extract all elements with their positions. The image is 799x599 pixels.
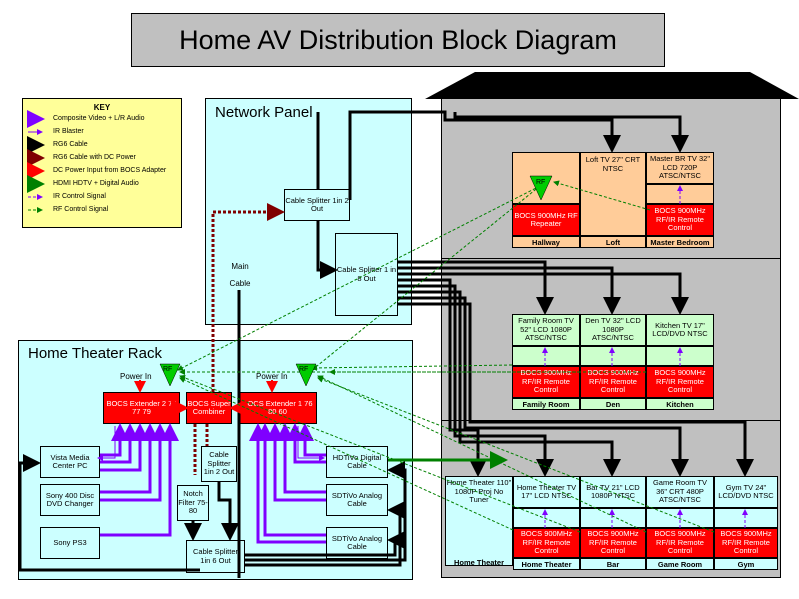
gym-bocs: BOCS 900MHz RF/IR Remote Control [714, 528, 778, 558]
power-in-label-2: Power In [256, 372, 288, 381]
game-room-spacer [646, 508, 714, 528]
network-panel-label: Network Panel [215, 104, 313, 121]
key-title: KEY [93, 103, 111, 112]
room-label-den: Den [580, 398, 646, 410]
home-theater-tv: Home Theater TV 17" LCD NTSC [513, 476, 580, 508]
sdtivo-2: SDTiVo Analog Cable [326, 527, 388, 559]
family-room-tv: Family Room TV 52" LCD 1080P ATSC/NTSC [512, 314, 580, 346]
rf-label-1: RF [163, 366, 173, 373]
vista-media-center: Vista Media Center PC [40, 446, 100, 478]
sdtivo-1: SDTiVo Analog Cable [326, 484, 388, 516]
home-theater-projector: Home Theater 110" 1080P Proj No Tuner [445, 476, 513, 566]
room-label-home-theater: Home Theater [513, 558, 580, 570]
loft-tv: Loft TV 27" CRT NTSC [580, 152, 646, 236]
kitchen-bocs: BOCS 900MHz RF/IR Remote Control [646, 366, 714, 398]
legend-key: KEY Composite Video + L/R Audio IR Blast… [22, 98, 182, 228]
kitchen-spacer [646, 346, 714, 366]
notch-filter: Notch Filter 75-80 [177, 485, 209, 521]
key-item-composite: Composite Video + L/R Audio [53, 115, 145, 122]
master-br-tv: Master BR TV 32" LCD 720P ATSC/NTSC [646, 152, 714, 184]
room-label-family-room: Family Room [512, 398, 580, 410]
gym-spacer [714, 508, 778, 528]
power-in-label-1: Power In [120, 372, 152, 381]
sony-ps3: Sony PS3 [40, 527, 100, 559]
key-item-rf-control: RF Control Signal [53, 206, 109, 213]
room-label-home-theater-proj: Home Theater [453, 557, 504, 567]
key-item-rg6: RG6 Cable [53, 141, 88, 148]
master-br-bocs: BOCS 900MHz RF/IR Remote Control [646, 204, 714, 236]
floor-divider-1 [441, 258, 781, 259]
den-spacer [580, 346, 646, 366]
net-splitter-8: Cable Splitter 1 in 8 Out [335, 233, 398, 316]
room-label-master-bedroom: Master Bedroom [646, 236, 714, 248]
key-item-ir-control: IR Control Signal [53, 193, 106, 200]
rack-splitter-6: Cable Splitter 1in 6 Out [186, 540, 245, 573]
diagram-title: Home AV Distribution Block Diagram [131, 13, 665, 67]
floor-divider-2 [441, 420, 781, 421]
room-label-gym: Gym [714, 558, 778, 570]
den-bocs: BOCS 900MHz RF/IR Remote Control [580, 366, 646, 398]
bocs-extender-2: BOCS Extender 2 75 77 79 [103, 392, 180, 424]
bocs-extender-1: BOCS Extender 1 76 80 60 [238, 392, 317, 424]
net-splitter-2: Cable Splitter 1in 2 Out [284, 189, 350, 221]
home-theater-bocs: BOCS 900MHz RF/IR Remote Control [513, 528, 580, 558]
bar-tv: Bar TV 21" LCD 1080P NTSC [580, 476, 646, 508]
home-theater-spacer [513, 508, 580, 528]
hallway-top [512, 152, 580, 204]
room-label-bar: Bar [580, 558, 646, 570]
rf-label-2: RF [299, 366, 309, 373]
rack-label: Home Theater Rack [28, 345, 162, 362]
key-item-ir-blaster: IR Blaster [53, 128, 84, 135]
rack-splitter-2: Cable Splitter 1in 2 Out [201, 446, 237, 482]
rf-label-hallway: RF [536, 179, 546, 186]
room-label-hallway: Hallway [512, 236, 580, 248]
den-tv: Den TV 32" LCD 1080P ATSC/NTSC [580, 314, 646, 346]
key-item-rg6-dc: RG6 Cable with DC Power [53, 154, 136, 161]
master-br-spacer [646, 184, 714, 204]
room-label-game-room: Game Room [646, 558, 714, 570]
bar-bocs: BOCS 900MHz RF/IR Remote Control [580, 528, 646, 558]
main-cable-label: Main Cable [229, 262, 251, 288]
family-room-spacer [512, 346, 580, 366]
hallway-bocs: BOCS 900MHz RF Repeater [512, 204, 580, 236]
room-label-loft: Loft [580, 236, 646, 248]
room-label-kitchen: Kitchen [646, 398, 714, 410]
sony-dvd-changer: Sony 400 Disc DVD Changer [40, 484, 100, 516]
key-item-dc-power: DC Power Input from BOCS Adapter [53, 167, 167, 174]
gym-tv: Gym TV 24" LCD/DVD NTSC [714, 476, 778, 508]
game-room-tv: Game Room TV 36" CRT 480P ATSC/NTSC [646, 476, 714, 508]
kitchen-tv: Kitchen TV 17" LCD/DVD NTSC [646, 314, 714, 346]
key-item-hdmi: HDMI HDTV + Digital Audio [53, 180, 139, 187]
game-room-bocs: BOCS 900MHz RF/IR Remote Control [646, 528, 714, 558]
family-room-bocs: BOCS 900MHz RF/IR Remote Control [512, 366, 580, 398]
hdtivo: HDTiVo Digital Cable [326, 446, 388, 478]
bocs-super-combiner: BOCS Super Combiner [186, 392, 232, 424]
bar-spacer [580, 508, 646, 528]
